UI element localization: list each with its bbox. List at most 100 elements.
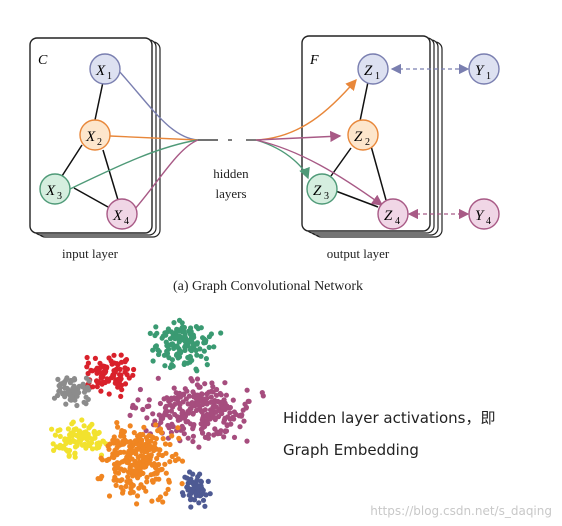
embedding-point — [218, 401, 224, 407]
embedding-point — [181, 431, 187, 437]
embedding-point — [154, 470, 160, 476]
embedding-point — [144, 474, 150, 480]
embedding-point — [82, 432, 88, 438]
embedding-point — [228, 421, 234, 427]
embedding-point — [99, 473, 105, 479]
embedding-point — [57, 445, 63, 451]
embedding-point — [67, 380, 73, 386]
embedding-point — [130, 482, 136, 488]
embedding-point — [194, 352, 200, 358]
embedding-point — [199, 409, 205, 415]
embedding-point — [55, 376, 61, 382]
svg-text:1: 1 — [107, 71, 112, 82]
embedding-point — [186, 393, 192, 399]
embedding-point — [83, 387, 89, 394]
embedding-point — [138, 482, 144, 488]
embedding-point — [113, 482, 119, 488]
embedding-point — [171, 385, 177, 391]
svg-text:X: X — [95, 63, 106, 79]
embedding-point — [202, 339, 208, 346]
embedding-point — [176, 354, 183, 360]
embedding-point — [171, 320, 177, 326]
embedding-point — [163, 470, 169, 476]
embedding-point — [96, 429, 102, 436]
embedding-point — [223, 392, 229, 398]
embedding-point — [65, 389, 71, 395]
embedding-point — [50, 441, 56, 447]
figure-caption: (a) Graph Convolutional Network — [173, 279, 363, 294]
embedding-point — [150, 444, 156, 450]
embedding-point — [193, 396, 200, 402]
svg-text:4: 4 — [486, 216, 491, 227]
embedding-point — [125, 474, 131, 480]
embedding-point — [158, 430, 165, 436]
embedding-point — [111, 352, 117, 358]
embedding-point — [177, 416, 183, 422]
embedding-point — [179, 481, 185, 487]
embedding-point — [96, 368, 102, 374]
embedding-point — [193, 366, 199, 372]
embedding-point — [196, 500, 202, 506]
hidden-label-line1: hidden — [213, 166, 249, 181]
embedding-point — [237, 412, 243, 418]
embedding-point — [190, 433, 196, 439]
embedding-point — [182, 347, 188, 353]
label-links — [390, 63, 470, 220]
embedding-point — [107, 441, 113, 447]
embedding-point — [167, 459, 173, 465]
embedding-point — [200, 497, 207, 503]
embedding-point — [156, 412, 162, 418]
diagram-labels: hidden layers input layer output layer (… — [62, 166, 390, 294]
embedding-point — [162, 410, 168, 416]
embedding-point — [112, 474, 118, 480]
embedding-point — [56, 383, 62, 389]
svg-text:Y: Y — [475, 63, 485, 79]
embedding-point — [119, 477, 125, 483]
output-panel-letter: F — [309, 53, 319, 68]
embedding-point — [133, 451, 139, 457]
embedding-point — [188, 504, 194, 510]
embedding-point — [199, 391, 205, 397]
embedding-point — [181, 328, 187, 334]
embedding-point — [205, 478, 211, 484]
embedding-point — [201, 348, 207, 354]
embedding-point — [214, 386, 220, 393]
embedding-point — [84, 364, 90, 370]
svg-text:3: 3 — [57, 191, 62, 202]
embedding-point — [174, 335, 180, 341]
embedding-point — [114, 438, 120, 444]
svg-text:Z: Z — [384, 208, 393, 224]
embedding-point — [207, 491, 213, 497]
embedding-point — [184, 388, 190, 394]
embedding-point — [208, 331, 214, 337]
embedding-point — [79, 442, 85, 448]
embedding-point — [158, 467, 164, 473]
embedding-point — [52, 432, 59, 438]
embedding-point — [74, 402, 80, 409]
embedding-point — [188, 496, 194, 502]
embedding-point — [106, 391, 112, 397]
embedding-point — [160, 499, 166, 505]
embedding-point — [89, 368, 95, 374]
embedding-point — [243, 405, 249, 411]
embedding-point — [130, 372, 136, 378]
embedding-point — [218, 330, 224, 336]
embedding-point — [126, 479, 132, 485]
embedding-point — [88, 440, 95, 446]
embedding-point — [187, 406, 193, 412]
embedding-point — [49, 426, 55, 432]
embedding-point — [177, 350, 183, 356]
embedding-point — [188, 376, 194, 382]
embedding-point — [141, 449, 147, 455]
embedding-point — [131, 366, 137, 373]
embedding-point — [148, 452, 154, 458]
embedding-point — [213, 409, 219, 415]
embedding-point — [64, 385, 70, 391]
embedding-point — [76, 429, 82, 435]
embedding-point — [70, 419, 76, 425]
embedding-point — [144, 479, 150, 485]
embedding-point — [145, 438, 151, 444]
embedding-point — [200, 487, 206, 493]
embedding-point — [190, 426, 196, 432]
